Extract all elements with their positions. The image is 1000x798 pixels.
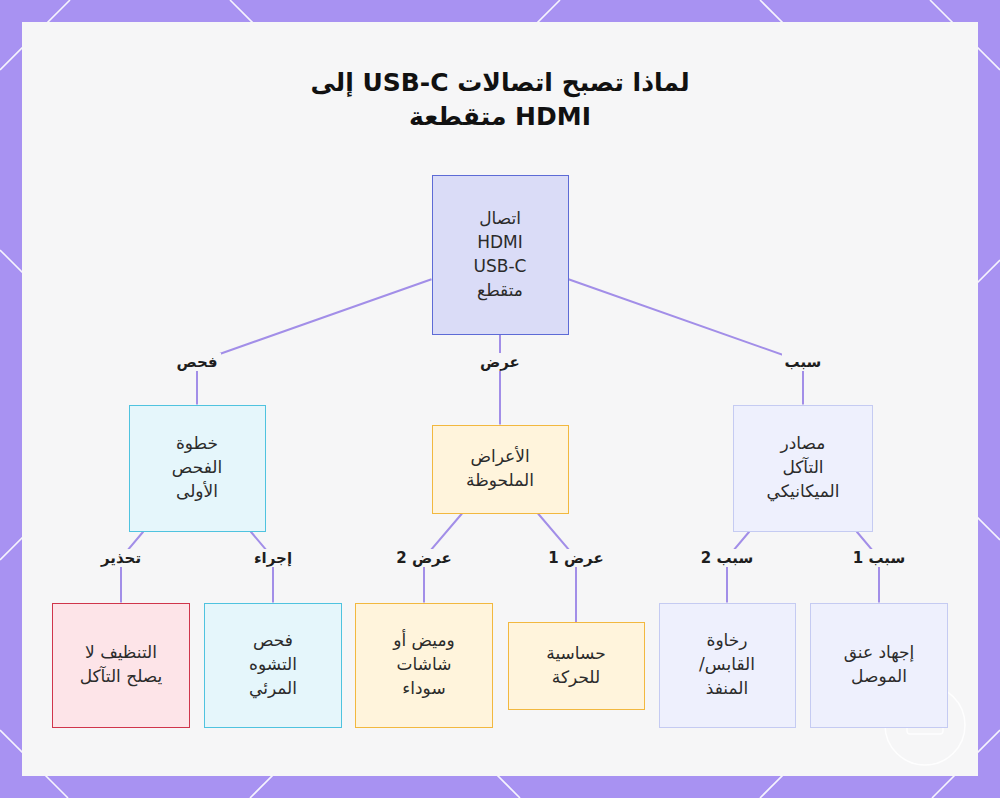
process-box: اتصال HDMI USB-C متقطع xyxy=(432,175,569,335)
connector-line xyxy=(538,514,576,623)
node-text: حساسية للحركة xyxy=(527,642,626,690)
node-text: وميض أو شاشات سوداء xyxy=(378,629,470,700)
connector-line xyxy=(121,532,143,603)
connector-line xyxy=(197,279,432,404)
edge-label: سبب 2 xyxy=(698,549,756,567)
process-box: رخاوة القابس/ المنفذ xyxy=(659,603,796,728)
process-box: إجهاد عنق الموصل xyxy=(810,603,948,728)
node-text: إجهاد عنق الموصل xyxy=(831,641,927,689)
node-text: مصادر التآكل الميكانيكي xyxy=(760,432,846,503)
edge-label: سبب xyxy=(782,353,825,371)
process-box: فحص التشوه المرئي xyxy=(204,603,342,728)
process-box: التنظيف لا يصلح التآكل xyxy=(52,603,190,728)
edge-label: عرض 1 xyxy=(545,549,606,567)
process-box: مصادر التآكل الميكانيكي xyxy=(733,405,873,532)
connector-line xyxy=(499,335,501,425)
connector-line xyxy=(857,532,879,603)
edge-label: عرض xyxy=(477,353,523,371)
node-text: رخاوة القابس/ المنفذ xyxy=(682,629,773,700)
node-text: الأعراض الملحوظة xyxy=(451,445,550,493)
connector-line xyxy=(727,532,749,603)
process-box: خطوة الفحص الأولى xyxy=(129,405,266,532)
edge-label: إجراء xyxy=(251,549,295,567)
connector-line xyxy=(251,532,273,603)
edge-label: سبب 1 xyxy=(850,549,908,567)
process-box: وميض أو شاشات سوداء xyxy=(355,603,493,728)
connector-line xyxy=(569,279,804,404)
diagram-title: لماذا تصبح اتصالات USB-C إلى HDMI متقطعة xyxy=(280,66,720,134)
node-text: خطوة الفحص الأولى xyxy=(160,432,235,503)
node-text: التنظيف لا يصلح التآكل xyxy=(67,641,175,689)
process-box: حساسية للحركة xyxy=(508,622,645,710)
edge-label: فحص xyxy=(173,353,220,371)
process-box: الأعراض الملحوظة xyxy=(432,425,569,514)
edge-label: عرض 2 xyxy=(393,549,454,567)
edge-label: تحذير xyxy=(98,549,144,567)
node-text: فحص التشوه المرئي xyxy=(233,629,313,700)
node-text: اتصال HDMI USB-C متقطع xyxy=(459,207,542,302)
